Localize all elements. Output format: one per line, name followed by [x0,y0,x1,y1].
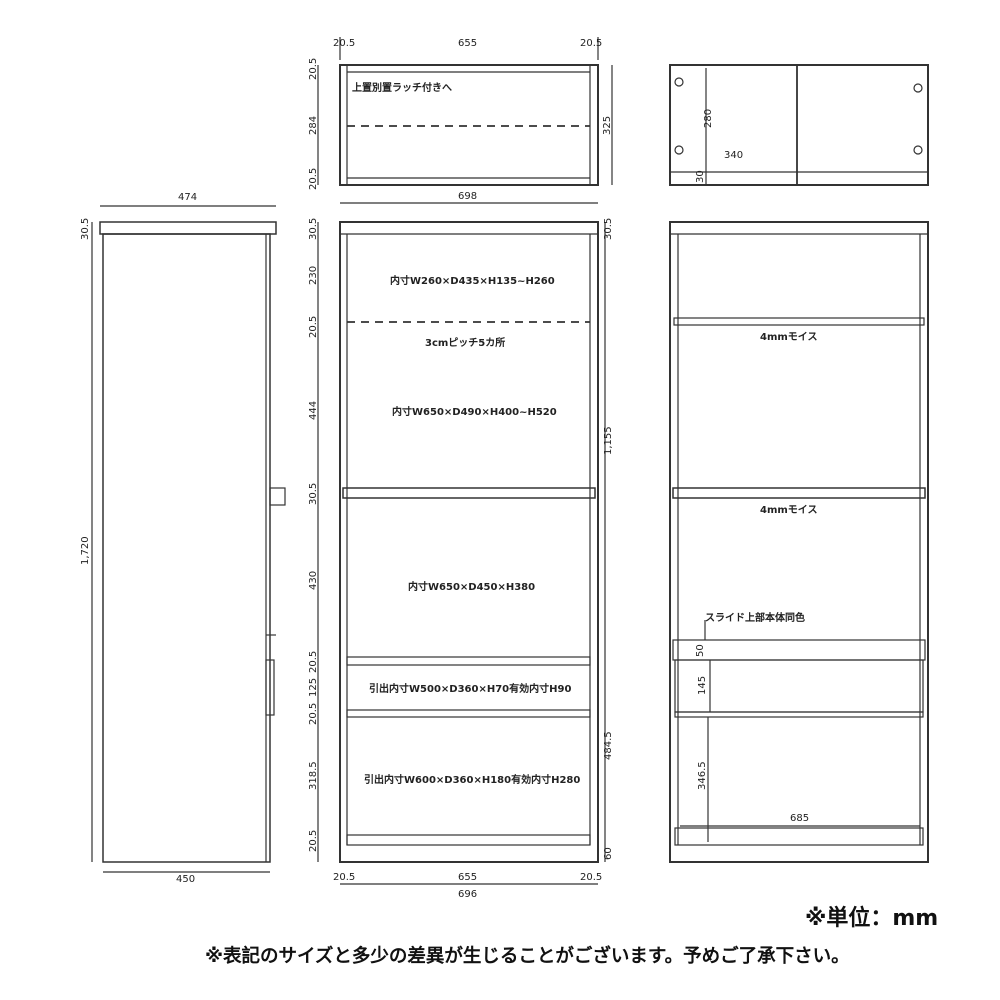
dim-top-left: 20.5 [333,38,355,49]
dim-fr-3: 60 [603,847,614,860]
side-dim-height: 1,720 [80,536,91,565]
front-dims-right: 30.5 1,155 484.5 60 [603,218,614,860]
dim-int-3: 685 [790,813,809,824]
dim-left-2: 284 [308,116,319,135]
dim-fl-8: 20.5 [308,703,319,725]
dim-fr-1: 1,155 [603,426,614,455]
top-box-drawing [317,37,613,204]
side-dim-top: 474 [178,192,197,203]
dim-fl-7: 125 [308,678,319,697]
dim-left-3: 20.5 [308,168,319,190]
dim-total: 696 [458,889,477,900]
dim-fb-2: 20.5 [580,872,602,883]
dim-int-1: 145 [697,676,708,695]
dim-fl-3: 444 [308,401,319,420]
dim-fl-0: 30.5 [308,218,319,240]
shelf-label-2: 4mmモイス [760,504,818,516]
dim-top-mid: 655 [458,38,477,49]
interior-view-drawing [669,221,929,863]
side-view-drawing [91,205,286,873]
front-label-3: 内寸W650×D490×H400~H520 [392,405,557,418]
dim-int-0: 50 [695,644,706,657]
slide-label: スライド上部本体同色 [705,611,805,624]
side-dim-bottom: 450 [176,874,195,885]
side-dim-top-board: 30.5 [80,218,91,240]
front-label-1: 内寸W260×D435×H135~H260 [390,274,555,287]
front-view-drawing [317,221,606,885]
front-label-5: 引出内寸W500×D360×H70有効内寸H90 [369,682,571,695]
dim-base: 30 [695,170,706,183]
top-box-label: 上置別置ラッチ付きへ [352,81,452,94]
front-label-6: 引出内寸W600×D360×H180有効内寸H280 [364,773,580,786]
dim-fl-5: 430 [308,571,319,590]
dim-fb-0: 20.5 [333,872,355,883]
shelf-label-1: 4mmモイス [760,331,818,343]
dim-fr-2: 484.5 [603,731,614,760]
dim-fl-6: 20.5 [308,651,319,673]
dim-left-1: 20.5 [308,58,319,80]
dim-bottom: 698 [458,191,477,202]
disclaimer-note: ※表記のサイズと多少の差異が生じることがございます。予めご了承下さい。 [205,946,850,967]
dim-fl-10: 20.5 [308,830,319,852]
dim-fl-1: 230 [308,266,319,285]
dim-fr-0: 30.5 [603,218,614,240]
top-box-front-drawing [669,64,929,186]
dim-fl-9: 318.5 [308,761,319,790]
front-dims-left: 30.5 230 20.5 444 30.5 430 20.5 125 20.5… [308,218,319,852]
front-label-4: 内寸W650×D450×H380 [408,580,535,593]
dim-fl-4: 30.5 [308,483,319,505]
dim-fl-2: 20.5 [308,316,319,338]
dim-door-height: 280 [703,109,714,128]
dim-top-right: 20.5 [580,38,602,49]
dim-fb-1: 655 [458,872,477,883]
dim-int-2: 346.5 [697,761,708,790]
dim-right: 325 [602,116,613,135]
dim-door-width: 340 [724,150,743,161]
front-label-2: 3cmピッチ5カ所 [425,336,505,349]
unit-label: ※単位：mm [805,906,939,931]
